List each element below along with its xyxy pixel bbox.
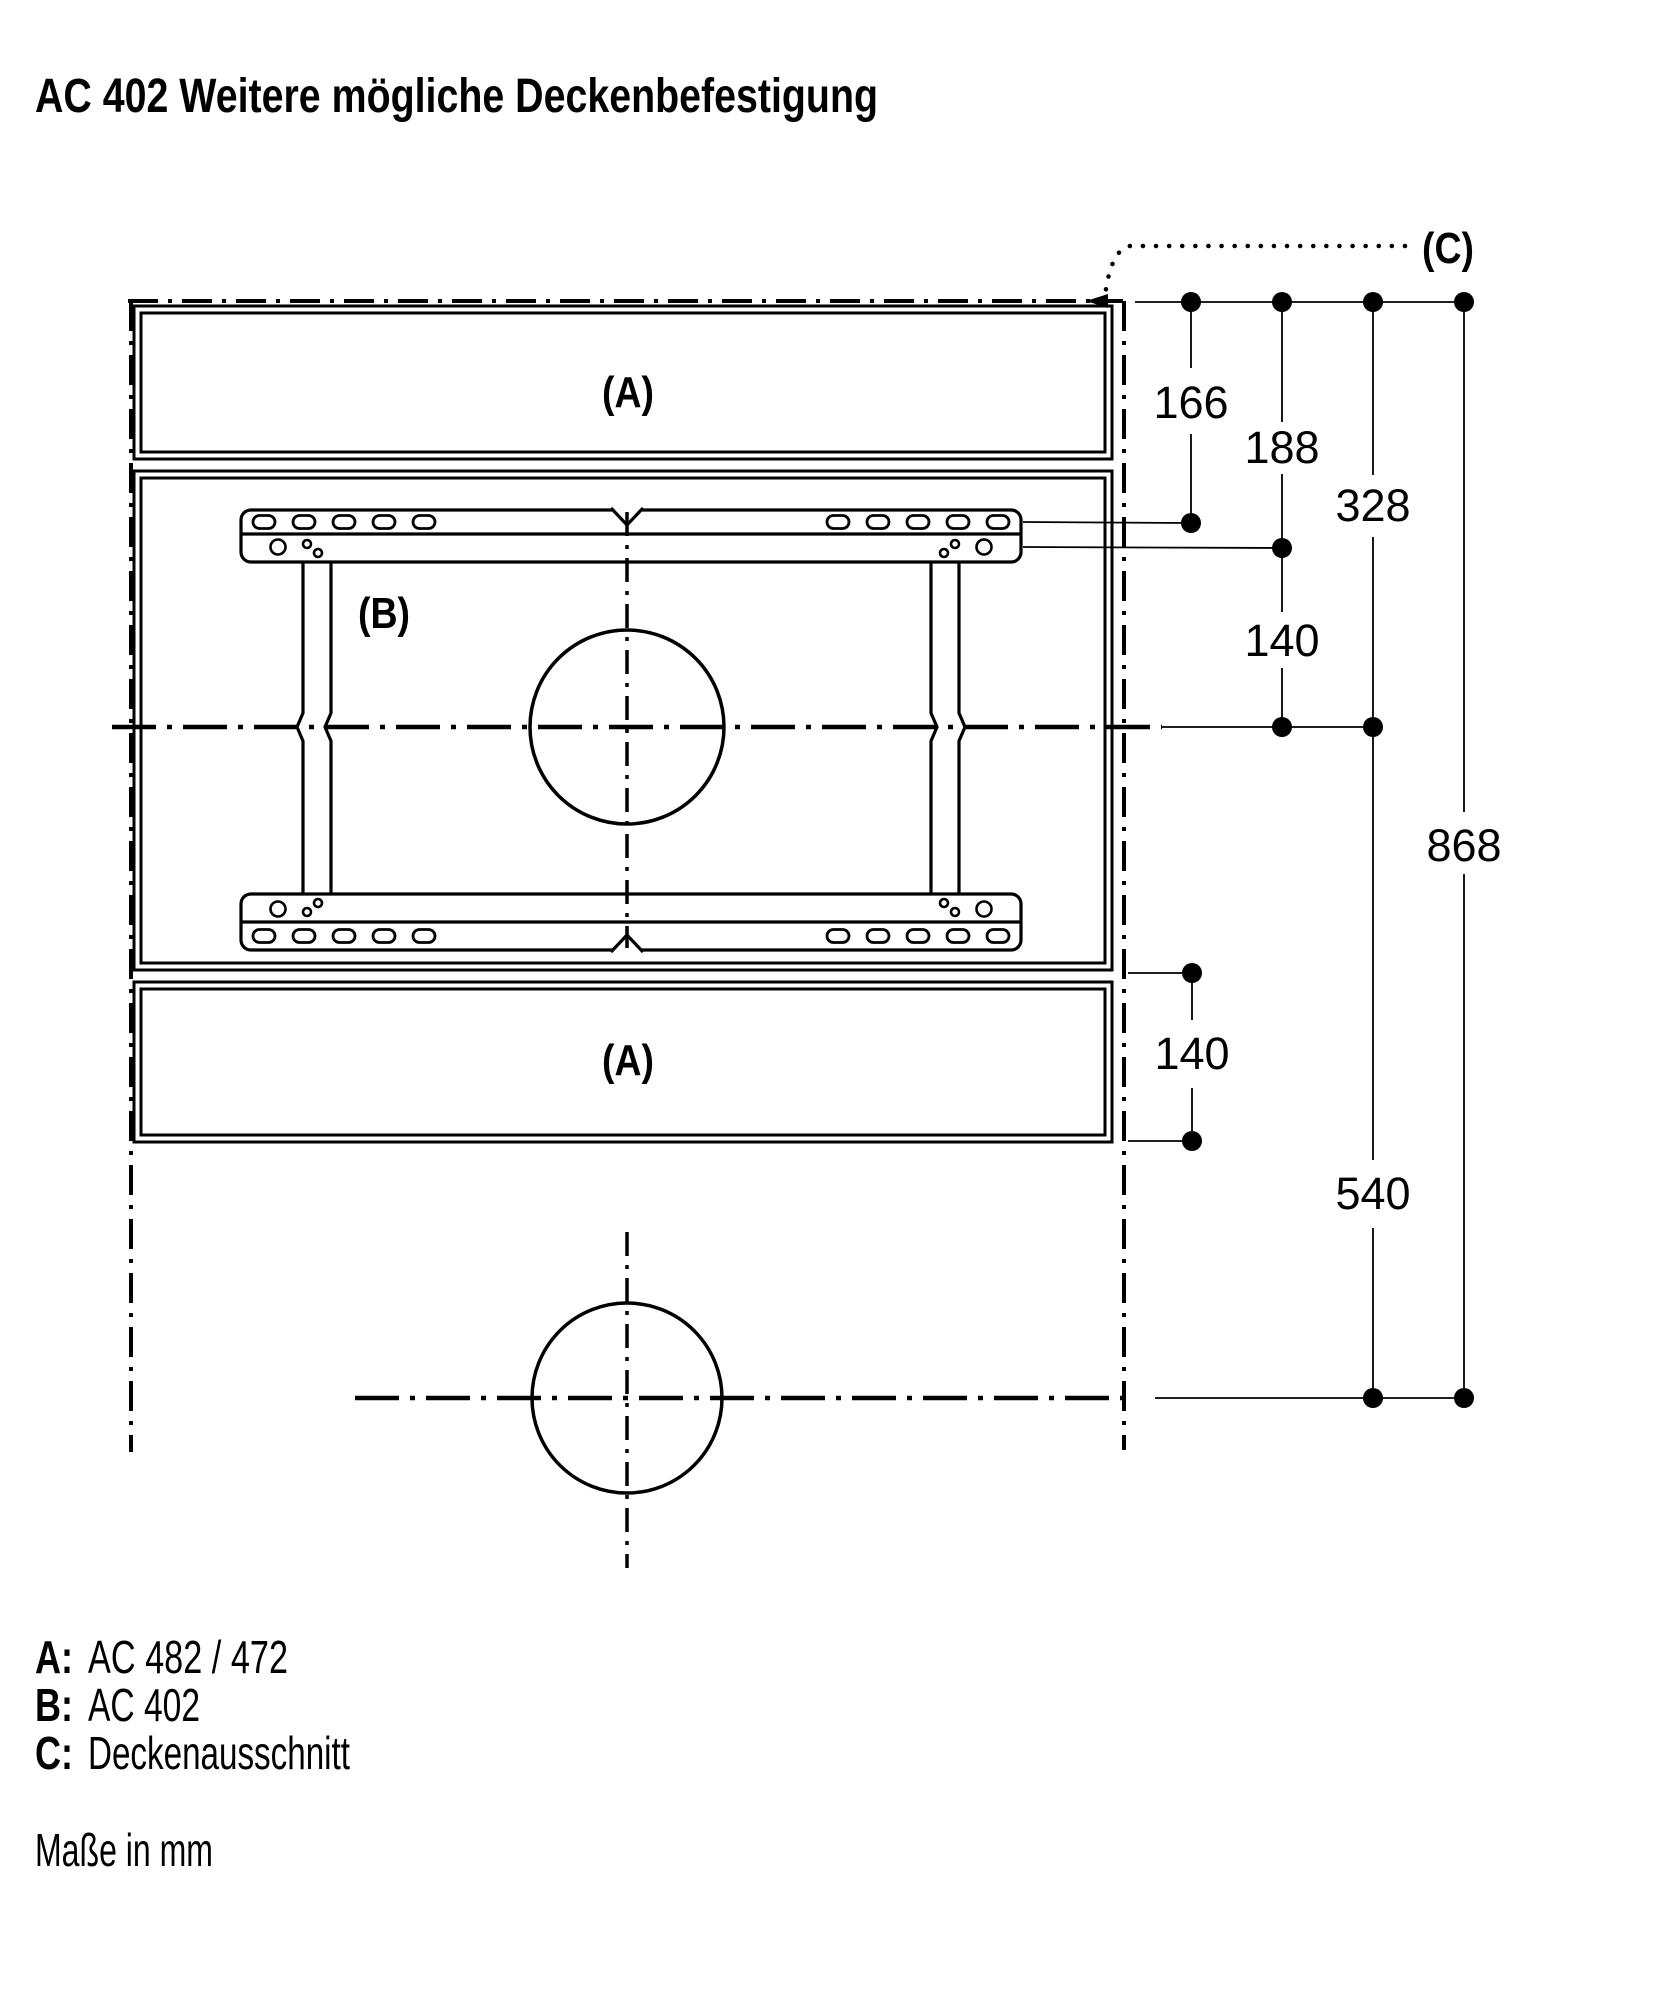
dim-328-label: 328 xyxy=(1335,480,1410,531)
label-a-bottom: (A) xyxy=(602,1036,654,1085)
legend-value-a: AC 482 / 472 xyxy=(88,1631,288,1683)
unit-a-bottom: (A) xyxy=(132,980,1114,1144)
dim-540-label: 540 xyxy=(1335,1168,1410,1219)
page-title: AC 402 Weitere mögliche Deckenbefestigun… xyxy=(35,70,878,123)
unit-a-bottom-outer-frame xyxy=(132,980,1114,1144)
unit-b-outer-frame xyxy=(132,469,1114,972)
dimension-140-top: 140 xyxy=(1244,548,1320,727)
unit-a-top-inner-frame xyxy=(139,311,1107,454)
legend-key-a: A: xyxy=(35,1631,73,1683)
dim-140-bottom-label: 140 xyxy=(1154,1028,1229,1079)
callout-166-line xyxy=(1022,521,1192,524)
bracket-top-holes xyxy=(269,538,993,559)
dimension-140-bottom: 140 xyxy=(1154,973,1230,1141)
anchor-dots xyxy=(1181,292,1474,1408)
legend-value-b: AC 402 xyxy=(88,1679,200,1731)
mounting-bracket-b: (B) xyxy=(112,506,1162,954)
unit-a-top: (A) xyxy=(132,304,1114,461)
callout-188-line xyxy=(1022,546,1283,549)
dim-868-label: 868 xyxy=(1426,820,1501,871)
dim-166-label: 166 xyxy=(1153,377,1228,428)
label-c: (C) xyxy=(1422,224,1474,273)
dimensions: 166 188 140 328 540 868 xyxy=(1022,292,1502,1408)
dimension-166: 166 xyxy=(1153,302,1229,523)
label-b: (B) xyxy=(358,589,410,638)
ceiling-cutout-outline: (C) xyxy=(128,224,1474,1452)
bracket-bottom-holes xyxy=(269,897,993,918)
unit-b-inner-frame xyxy=(139,476,1107,965)
c-callout-dotted-line xyxy=(1102,243,1408,299)
dimension-188: 188 xyxy=(1244,302,1320,548)
legend: A: AC 482 / 472 B: AC 402 C: Deckenaussc… xyxy=(35,1631,350,1876)
unit-a-bottom-inner-frame xyxy=(139,987,1107,1137)
dimension-328: 328 xyxy=(1335,302,1411,727)
duct-circle-bottom-group xyxy=(355,1232,1130,1568)
bracket-bottom-slots xyxy=(251,928,1011,944)
unit-b-box xyxy=(132,469,1114,972)
legend-key-b: B: xyxy=(35,1679,73,1731)
dim-140-top-label: 140 xyxy=(1244,615,1319,666)
legend-key-c: C: xyxy=(35,1727,73,1779)
dim-188-label: 188 xyxy=(1244,422,1319,473)
dimension-868: 868 xyxy=(1426,302,1502,1398)
unit-a-top-outer-frame xyxy=(132,304,1114,461)
dimension-540: 540 xyxy=(1335,727,1411,1398)
legend-note: Maße in mm xyxy=(35,1824,213,1876)
bracket-top-slots xyxy=(251,514,1011,530)
label-a-top: (A) xyxy=(602,368,654,417)
legend-value-c: Deckenausschnitt xyxy=(88,1727,350,1779)
